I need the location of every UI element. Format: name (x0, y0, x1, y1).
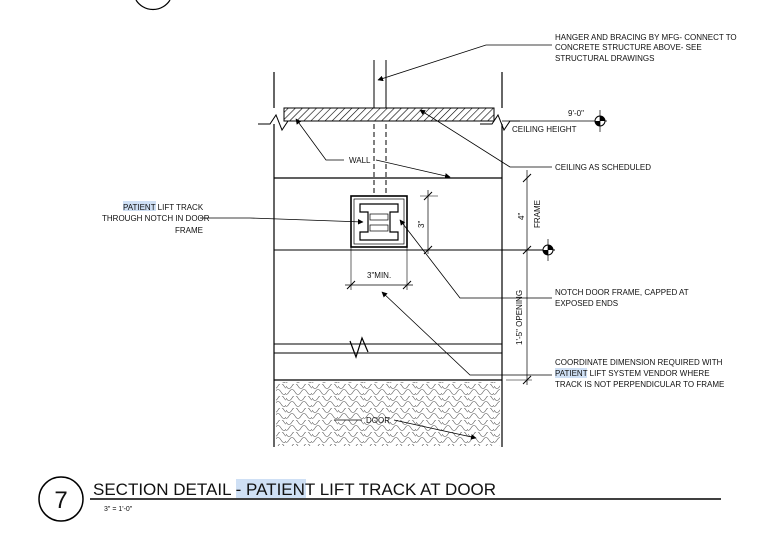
highlight-coordinate-note (555, 368, 587, 378)
door-section (276, 382, 500, 446)
wall-label: WALL (349, 156, 371, 165)
hanger-note-line-2: CONCRETE STRUCTURE ABOVE- SEE (555, 43, 702, 52)
opening-dimension-line (506, 170, 532, 385)
door-frame-lines (274, 249, 555, 381)
frame-elevation-marker (542, 239, 554, 261)
notch-note-line-1: NOTCH DOOR FRAME, CAPPED AT (555, 288, 689, 297)
dim-3-inch-min: 3"MIN. (367, 271, 391, 280)
coordinate-note-line-1: COORDINATE DIMENSION REQUIRED WITH (555, 358, 723, 367)
dim-3-inch: 3" (417, 221, 426, 228)
ceiling-scheduled-note: CEILING AS SCHEDULED (555, 163, 651, 172)
detail-number-circle (38, 476, 84, 522)
door-label: DOOR (366, 416, 390, 425)
track-note-line-2: THROUGH NOTCH IN DOOR (102, 214, 210, 223)
hanger-note-line-3: STRUCTURAL DRAWINGS (555, 54, 654, 63)
dim-4-inch: 4" (517, 213, 526, 220)
track-note-line-1: PATIENT LIFT TRACK (123, 203, 204, 212)
detail-number: 7 (54, 487, 67, 514)
hanger-rod (373, 60, 387, 196)
ceiling-elevation-marker (502, 110, 607, 132)
highlight-title (236, 479, 306, 498)
detail-title: SECTION DETAIL - PATIENT LIFT TRACK AT D… (93, 480, 496, 499)
leader-lines (200, 44, 552, 440)
detail-scale: 3" = 1'-0" (104, 506, 133, 513)
notch-note-line-2: EXPOSED ENDS (555, 299, 618, 308)
previous-callout-circle (135, 0, 171, 10)
hanger-note-line-1: HANGER AND BRACING BY MFG- CONNECT TO (555, 33, 737, 42)
coordinate-note-line-3: TRACK IS NOT PERPENDICULAR TO FRAME (555, 380, 724, 389)
frame-label: FRAME (533, 200, 542, 228)
wall-outline (273, 72, 503, 447)
highlight-track-note (123, 201, 156, 211)
opening-dimension: 1'-5" OPENING (515, 290, 524, 345)
ceiling-height-label: CEILING HEIGHT (512, 125, 577, 134)
coordinate-note-line-2: PATIENT LIFT SYSTEM VENDOR WHERE (555, 369, 710, 378)
ceiling-elevation-value: 9'-0" (568, 109, 584, 118)
track-note-line-3: FRAME (175, 226, 203, 235)
ceiling-section (258, 107, 520, 132)
